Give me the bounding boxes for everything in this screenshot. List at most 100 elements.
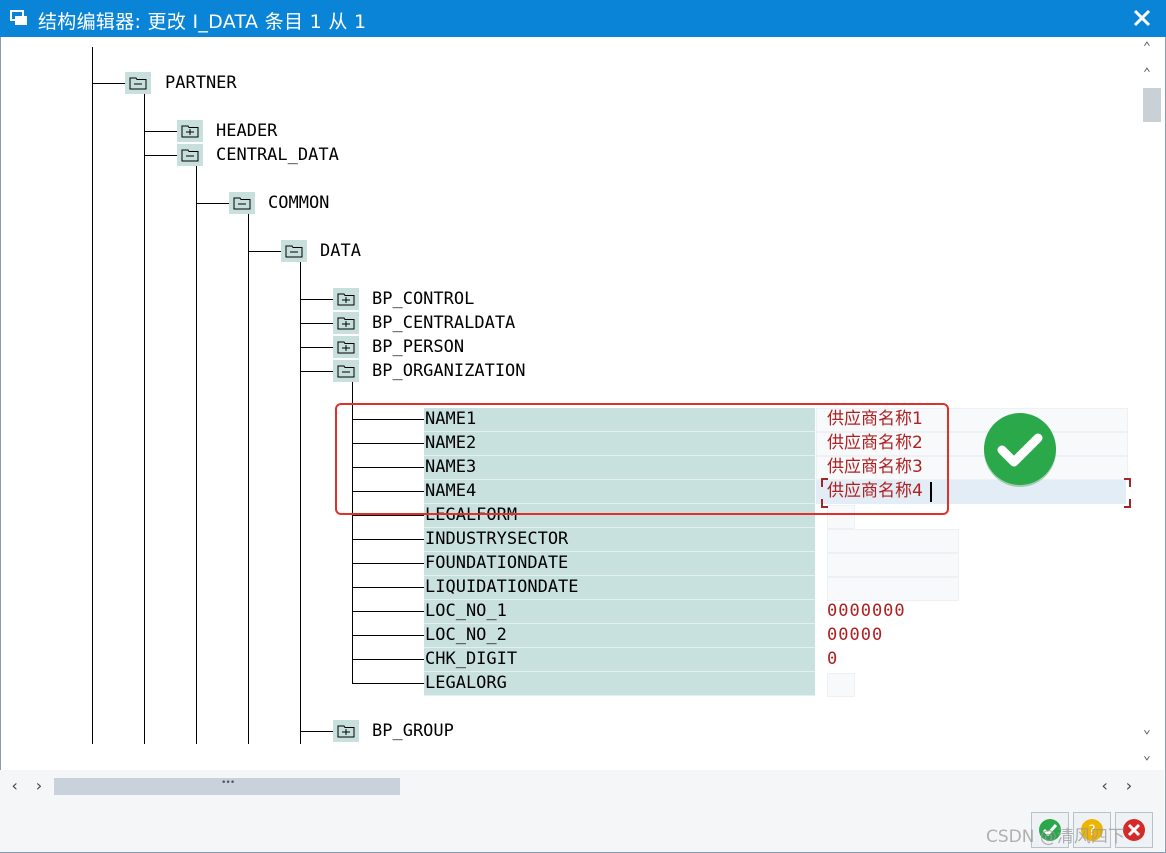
tree-line (352, 382, 353, 684)
field-label-name2: NAME2 (424, 432, 815, 456)
node-label: PARTNER (165, 73, 237, 93)
field-value-name3[interactable]: 供应商名称3 (827, 457, 923, 477)
tree-line (144, 131, 178, 132)
cancel-button[interactable] (1115, 812, 1153, 848)
field-value-chk-digit[interactable]: 0 (827, 649, 838, 669)
field-label-loc-no-1: LOC_NO_1 (424, 600, 815, 624)
tree-line (248, 214, 249, 744)
node-label: BP_CENTRALDATA (372, 313, 516, 333)
tree-line (144, 94, 145, 744)
node-label: DATA (320, 241, 361, 261)
folder-plus-icon[interactable] (177, 120, 203, 142)
tree-line (300, 262, 301, 744)
grip-icon: ••• (221, 778, 235, 788)
scroll-down-icon[interactable]: ⌄ (1143, 722, 1151, 737)
tree-node-bp-organization[interactable]: BP_ORGANIZATION (333, 360, 593, 382)
node-label: HEADER (216, 121, 278, 141)
field-value-name4[interactable]: 供应商名称4 (827, 481, 923, 501)
tree-line (300, 731, 334, 732)
field-value-name1[interactable]: 供应商名称1 (827, 409, 923, 429)
window-title: 结构编辑器: 更改 I_DATA 条目 1 从 1 (38, 11, 367, 33)
folder-plus-icon[interactable] (333, 312, 359, 334)
folder-minus-icon[interactable] (125, 72, 151, 94)
close-icon[interactable] (1130, 6, 1154, 30)
tree-line (352, 515, 424, 516)
tree-line (352, 491, 424, 492)
text-cursor (930, 482, 932, 502)
input-field-legalform[interactable] (827, 505, 855, 529)
tree-node-bp-group[interactable]: BP_GROUP (333, 720, 573, 742)
folder-plus-icon[interactable] (333, 288, 359, 310)
tree-node-header[interactable]: HEADER (177, 120, 357, 142)
folder-plus-icon[interactable] (333, 336, 359, 358)
tree-node-central-data[interactable]: CENTRAL_DATA (177, 144, 397, 166)
node-label: BP_PERSON (372, 337, 465, 357)
field-label-name1: NAME1 (424, 408, 815, 432)
field-label-loc-no-2: LOC_NO_2 (424, 624, 815, 648)
input-field-legalorg[interactable] (827, 673, 855, 697)
scroll-right-icon[interactable]: › (1124, 776, 1134, 795)
horizontal-scrollbar[interactable]: ‹ › ‹ › (0, 770, 1164, 800)
field-label-industrysector: INDUSTRYSECTOR (424, 528, 815, 552)
vertical-scrollbar[interactable]: ⌃ ⌄ (1140, 62, 1161, 744)
tree-line (144, 155, 178, 156)
confirm-check-icon (1039, 819, 1061, 841)
focus-corners (821, 478, 1131, 508)
tree-node-partner[interactable]: PARTNER (125, 72, 305, 94)
field-label-name4: NAME4 (424, 480, 815, 504)
scroll-left-icon[interactable]: ‹ (1100, 776, 1110, 795)
input-field-name1[interactable] (816, 408, 1128, 432)
folder-plus-icon[interactable] (333, 720, 359, 742)
tree-node-data[interactable]: DATA (281, 240, 461, 262)
tree-line (300, 299, 334, 300)
svg-text:?: ? (1088, 823, 1095, 839)
tree-line (248, 251, 282, 252)
tree-line (352, 587, 424, 588)
field-label-foundationdate: FOUNDATIONDATE (424, 552, 815, 576)
input-field-foundationdate[interactable] (827, 553, 959, 577)
node-label: BP_CONTROL (372, 289, 475, 309)
field-label-legalform: LEGALFORM (424, 504, 815, 528)
node-label: CENTRAL_DATA (216, 145, 339, 165)
tree-line (92, 47, 93, 744)
field-label-name3: NAME3 (424, 456, 815, 480)
folder-minus-icon[interactable] (333, 360, 359, 382)
field-label-chk-digit: CHK_DIGIT (424, 648, 815, 672)
tree-node-common[interactable]: COMMON (229, 192, 409, 214)
folder-minus-icon[interactable] (229, 192, 255, 214)
scroll-top-icon[interactable]: ⌃ (1143, 40, 1151, 55)
input-field-liquidationdate[interactable] (827, 577, 959, 601)
input-field-industrysector[interactable] (827, 529, 959, 553)
input-field-name4[interactable] (816, 480, 1126, 504)
help-button[interactable]: ? (1073, 812, 1111, 848)
folder-minus-icon[interactable] (177, 144, 203, 166)
field-value-loc-no-1[interactable]: 0000000 (827, 601, 906, 621)
scroll-right-icon[interactable]: › (34, 776, 44, 795)
scroll-up-icon[interactable]: ⌃ (1143, 66, 1151, 81)
tree-node-bp-centraldata[interactable]: BP_CENTRALDATA (333, 312, 593, 334)
checkmark-icon (984, 413, 1056, 487)
field-label-legalorg: LEGALORG (424, 672, 815, 696)
input-field-name2[interactable] (816, 432, 1128, 456)
field-label-liquidationdate: LIQUIDATIONDATE (424, 576, 815, 600)
watermark: CSDN @清风四下 (986, 827, 1125, 847)
node-label: BP_GROUP (372, 721, 454, 741)
tree-node-bp-person[interactable]: BP_PERSON (333, 336, 573, 358)
tree-line (300, 323, 334, 324)
horizontal-scroll-thumb[interactable]: ••• (54, 778, 400, 795)
scroll-bottom-icon[interactable]: ⌄ (1143, 748, 1151, 763)
structure-editor-icon (10, 10, 27, 25)
tree-line (352, 539, 424, 540)
field-value-loc-no-2[interactable]: 00000 (827, 625, 884, 645)
tree-node-bp-control[interactable]: BP_CONTROL (333, 288, 573, 310)
tree-line (92, 83, 126, 84)
vertical-scroll-thumb[interactable] (1143, 88, 1161, 122)
confirm-button[interactable] (1031, 812, 1069, 848)
scroll-left-icon[interactable]: ‹ (10, 776, 20, 795)
tree-line (352, 419, 424, 420)
title-bar: 结构编辑器: 更改 I_DATA 条目 1 从 1 (0, 0, 1166, 37)
footer-bar (0, 800, 1164, 852)
input-field-name3[interactable] (816, 456, 1128, 480)
folder-minus-icon[interactable] (281, 240, 307, 262)
field-value-name2[interactable]: 供应商名称2 (827, 433, 923, 453)
